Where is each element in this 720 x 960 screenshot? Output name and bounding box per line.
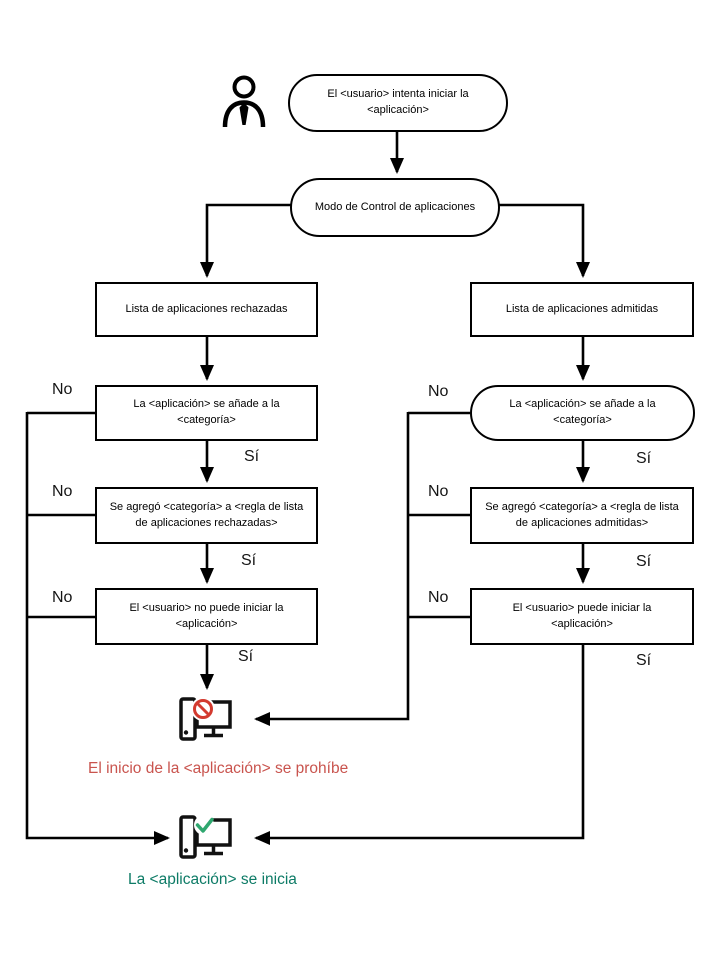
node-allowed-list: Lista de aplicaciones admitidas — [470, 282, 694, 337]
label-no-allowed-rule: No — [428, 483, 449, 500]
label-no-allowed-category: No — [428, 383, 449, 400]
blocked-computer-icon — [179, 697, 232, 741]
label-no-allowed-result: No — [428, 589, 449, 606]
node-rejected-rule: Se agregó <categoría> a <regla de lista … — [95, 487, 318, 544]
label-yes-rejected-category: Sí — [244, 448, 260, 465]
checkmark-icon — [194, 815, 214, 835]
label-yes-allowed-result: Sí — [636, 652, 652, 669]
node-allowed-category: La <aplicación> se añade a la <categoría… — [470, 385, 695, 441]
label-no-rejected-rule: No — [52, 483, 73, 500]
label-yes-rejected-result: Sí — [238, 648, 254, 665]
label-yes-allowed-rule: Sí — [636, 553, 652, 570]
prohibition-icon — [191, 697, 215, 721]
blocked-caption: El inicio de la <aplicación> se prohíbe — [88, 760, 349, 777]
node-rejected-list: Lista de aplicaciones rechazadas — [95, 282, 318, 337]
node-start: El <usuario> intenta iniciar la <aplicac… — [288, 74, 508, 132]
label-yes-allowed-category: Sí — [636, 450, 652, 467]
label-no-rejected-result: No — [52, 589, 73, 606]
label-no-rejected-category: No — [52, 381, 73, 398]
node-rejected-result: El <usuario> no puede iniciar la <aplica… — [95, 588, 318, 645]
node-mode: Modo de Control de aplicaciones — [290, 178, 500, 237]
node-allowed-result: El <usuario> puede iniciar la <aplicació… — [470, 588, 694, 645]
label-yes-rejected-rule: Sí — [241, 552, 257, 569]
allowed-computer-icon — [179, 815, 232, 859]
user-icon — [222, 75, 266, 128]
allowed-caption: La <aplicación> se inicia — [128, 871, 297, 888]
node-allowed-rule: Se agregó <categoría> a <regla de lista … — [470, 487, 694, 544]
node-rejected-category: La <aplicación> se añade a la <categoría… — [95, 385, 318, 441]
